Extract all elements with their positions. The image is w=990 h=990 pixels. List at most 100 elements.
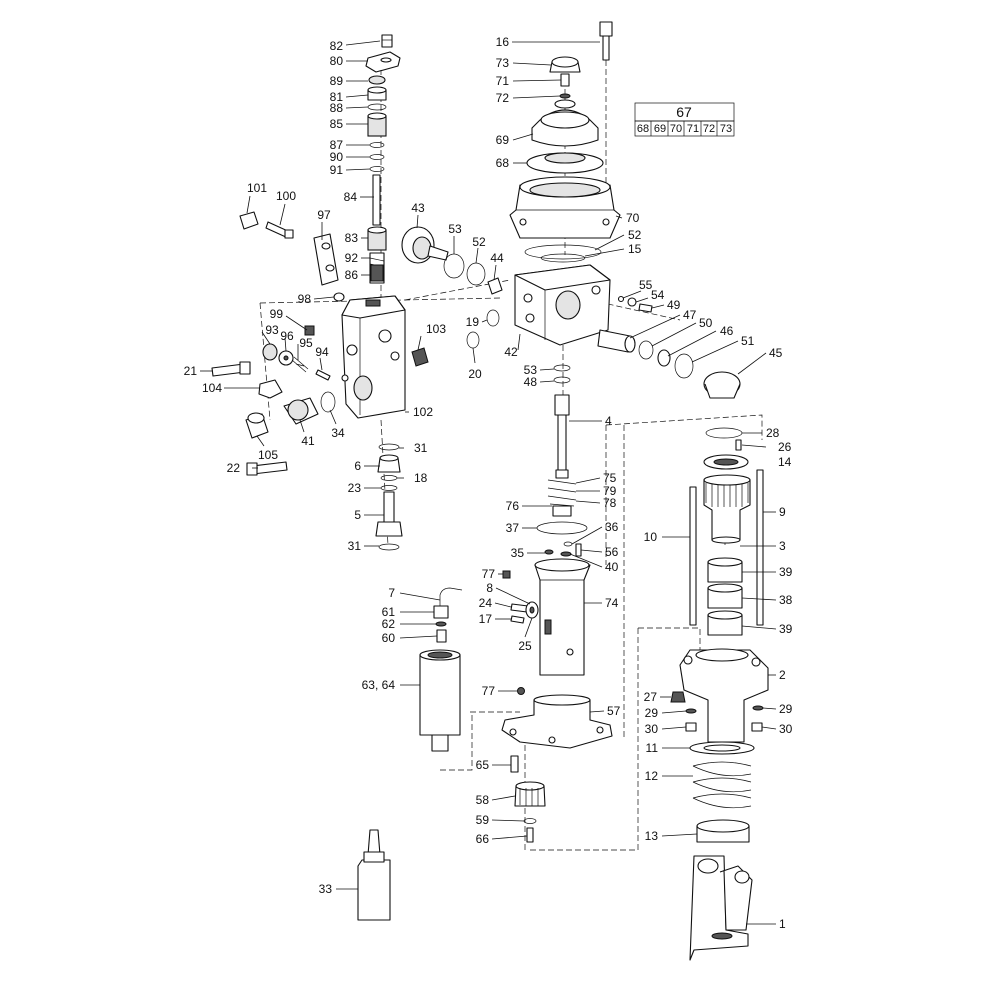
- part-96-nut: [278, 350, 294, 366]
- callout-40: 40: [605, 560, 619, 574]
- part-37-oring: [536, 521, 588, 535]
- kit-table: 67 68 69 70 71 72 73: [634, 102, 735, 137]
- callout-61: 61: [382, 605, 396, 619]
- part-6-fitting: [377, 454, 401, 473]
- part-82-screw: [381, 34, 393, 48]
- part-99-plug: [304, 325, 315, 336]
- callout-50: 50: [699, 316, 713, 330]
- kit-item: 73: [720, 123, 732, 135]
- callout-7: 7: [388, 586, 395, 600]
- callout-69: 69: [496, 133, 510, 147]
- callout-87: 87: [330, 138, 344, 152]
- callout-96: 96: [280, 329, 294, 343]
- part-26-pin: [735, 439, 742, 451]
- callout-60: 60: [382, 631, 396, 645]
- callout-31-top: 31: [414, 441, 428, 455]
- callout-81: 81: [330, 90, 344, 104]
- part-53-oring-b: [553, 364, 571, 372]
- callout-33: 33: [319, 882, 333, 896]
- callout-86: 86: [345, 268, 359, 282]
- callout-49: 49: [667, 298, 681, 312]
- callout-77-bottom: 77: [482, 684, 496, 698]
- callout-71: 71: [496, 74, 510, 88]
- callout-94: 94: [315, 345, 329, 359]
- part-100-bolt: [265, 221, 294, 239]
- callout-52-mid: 52: [472, 235, 486, 249]
- part-83-sleeve: [367, 226, 387, 251]
- part-60-fitting: [436, 629, 447, 643]
- part-81-bushing: [367, 86, 387, 101]
- kit-item: 69: [654, 123, 666, 135]
- part-31-washer-bottom: [378, 543, 400, 551]
- callout-12: 12: [645, 769, 659, 783]
- part-63-64-filter: [419, 649, 461, 752]
- callout-57: 57: [607, 704, 621, 718]
- part-43-fitting: [401, 226, 449, 264]
- part-65-screw: [510, 755, 519, 773]
- callout-46: 46: [720, 324, 734, 338]
- callout-95: 95: [299, 336, 313, 350]
- callout-63-64: 63, 64: [362, 678, 396, 692]
- part-44-plug: [487, 277, 503, 295]
- part-71-pin: [560, 73, 570, 87]
- callout-20: 20: [468, 367, 482, 381]
- callout-4: 4: [605, 414, 612, 428]
- callout-38: 38: [779, 593, 793, 607]
- part-103-fitting: [411, 347, 429, 367]
- callout-11: 11: [646, 741, 659, 755]
- callout-91: 91: [330, 163, 344, 177]
- part-58-nut: [514, 781, 546, 807]
- part-21-bolt: [211, 361, 251, 377]
- part-12-spring: [692, 761, 752, 809]
- callout-41: 41: [301, 434, 315, 448]
- callout-104: 104: [202, 381, 222, 395]
- part-39-ring-a: [707, 557, 743, 583]
- callout-37: 37: [506, 521, 520, 535]
- callout-25: 25: [518, 639, 532, 653]
- callout-83: 83: [345, 231, 359, 245]
- part-10-rod: [689, 486, 697, 626]
- callout-55: 55: [639, 278, 653, 292]
- part-76-seat: [552, 505, 572, 517]
- part-15-oring: [540, 253, 586, 263]
- part-1-fork: [689, 855, 753, 961]
- part-101-cap: [239, 211, 259, 230]
- part-50-oring: [638, 340, 654, 360]
- part-94-pin: [315, 369, 331, 381]
- part-69-cover: [531, 99, 599, 147]
- callout-92: 92: [345, 251, 359, 265]
- callout-59: 59: [476, 813, 490, 827]
- part-24-bolt: [510, 603, 529, 613]
- callout-93: 93: [265, 323, 279, 337]
- part-31-washer-top: [378, 443, 400, 451]
- part-39-ring-b: [707, 610, 743, 636]
- part-49-screw: [638, 303, 653, 313]
- part-57-flange: [501, 694, 613, 749]
- callout-80: 80: [330, 54, 344, 68]
- callout-24: 24: [479, 596, 493, 610]
- part-66-screw: [526, 827, 534, 843]
- callout-51: 51: [741, 334, 755, 348]
- part-38-coupling: [707, 583, 743, 609]
- callout-102: 102: [413, 405, 433, 419]
- kit-item: 70: [670, 123, 682, 135]
- part-86-spring: [370, 264, 384, 282]
- part-17-bolt: [510, 615, 525, 624]
- callout-36: 36: [605, 520, 619, 534]
- part-59-washer: [523, 818, 537, 824]
- callout-72: 72: [496, 91, 510, 105]
- part-97-bracket: [313, 233, 339, 286]
- callout-19: 19: [466, 315, 480, 329]
- part-62-washer: [435, 621, 447, 627]
- callout-82: 82: [330, 39, 344, 53]
- callout-2: 2: [779, 668, 786, 682]
- part-75-79-78-spring: [547, 479, 577, 507]
- part-30-nut-right: [751, 722, 763, 732]
- part-53-oring-a: [443, 253, 465, 279]
- callout-34: 34: [331, 426, 345, 440]
- callout-28: 28: [766, 426, 780, 440]
- callout-39-bottom: 39: [779, 622, 793, 636]
- part-3-gear-shaft: [703, 474, 751, 544]
- part-46-washer: [657, 349, 671, 367]
- part-52-gasket: [524, 244, 602, 260]
